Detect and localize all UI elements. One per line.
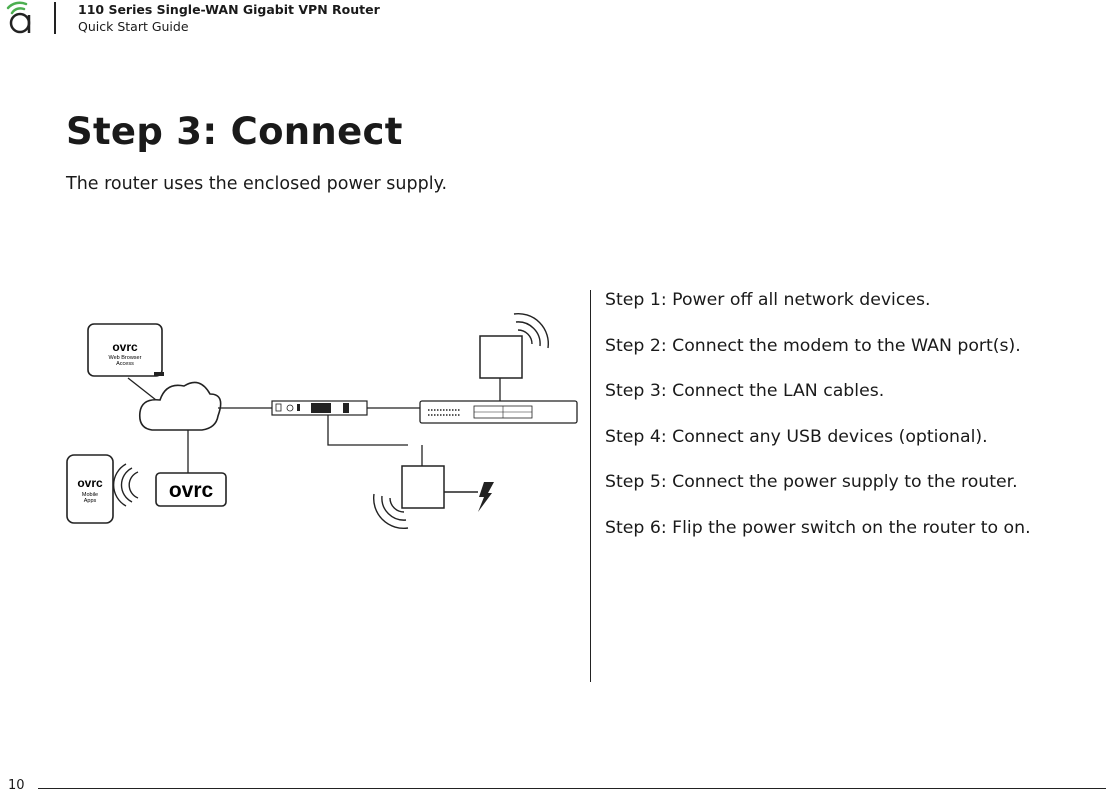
page-title: Step 3: Connect bbox=[66, 110, 403, 153]
list-item: Step 3: Connect the LAN cables. bbox=[605, 381, 885, 402]
step-list: Step 1: Power off all network devices. S… bbox=[605, 288, 1031, 562]
vertical-divider bbox=[590, 290, 591, 682]
network-diagram: ovrc Web Browser Access ovrc Mobile Apps… bbox=[66, 312, 578, 530]
router-icon bbox=[271, 400, 368, 416]
wireless-signal-icon bbox=[112, 463, 139, 507]
page-number: 10 bbox=[8, 778, 25, 793]
brand-logo-icon bbox=[6, 1, 31, 34]
ovrc-logo-laptop: ovrc bbox=[112, 340, 138, 354]
list-item: Step 2: Connect the modem to the WAN por… bbox=[605, 335, 1021, 356]
list-item: Step 5: Connect the power supply to the … bbox=[605, 472, 1018, 493]
access-point-top-icon bbox=[479, 335, 523, 379]
web-browser-label: Web Browser bbox=[109, 355, 142, 361]
network-switch-icon bbox=[419, 400, 578, 424]
internet-cloud-icon bbox=[138, 381, 222, 431]
page-subtitle: The router uses the enclosed power suppl… bbox=[66, 174, 448, 194]
ovrc-box bbox=[155, 472, 227, 507]
product-title: 110 Series Single-WAN Gigabit VPN Router bbox=[78, 2, 380, 17]
mobile-device-icon bbox=[66, 454, 114, 524]
mobile-label-line2: Apps bbox=[84, 498, 97, 504]
laptop-icon bbox=[87, 323, 164, 377]
ovrc-logo-mobile: ovrc bbox=[77, 476, 103, 490]
wireless-signal-icon bbox=[372, 493, 409, 530]
wireless-signal-icon bbox=[513, 312, 550, 349]
header-divider bbox=[54, 2, 56, 34]
list-item: Step 4: Connect any USB devices (optiona… bbox=[605, 426, 988, 447]
web-browser-label-line2: Access bbox=[116, 361, 134, 367]
footer-divider bbox=[38, 788, 1106, 789]
list-item: Step 6: Flip the power switch on the rou… bbox=[605, 517, 1031, 538]
power-bolt-icon bbox=[478, 482, 494, 512]
access-point-bottom-icon bbox=[401, 465, 445, 509]
ovrc-logo-main: ovrc bbox=[169, 479, 214, 502]
guide-title: Quick Start Guide bbox=[78, 19, 189, 34]
list-item: Step 1: Power off all network devices. bbox=[605, 290, 931, 310]
mobile-label: Mobile bbox=[82, 492, 98, 498]
